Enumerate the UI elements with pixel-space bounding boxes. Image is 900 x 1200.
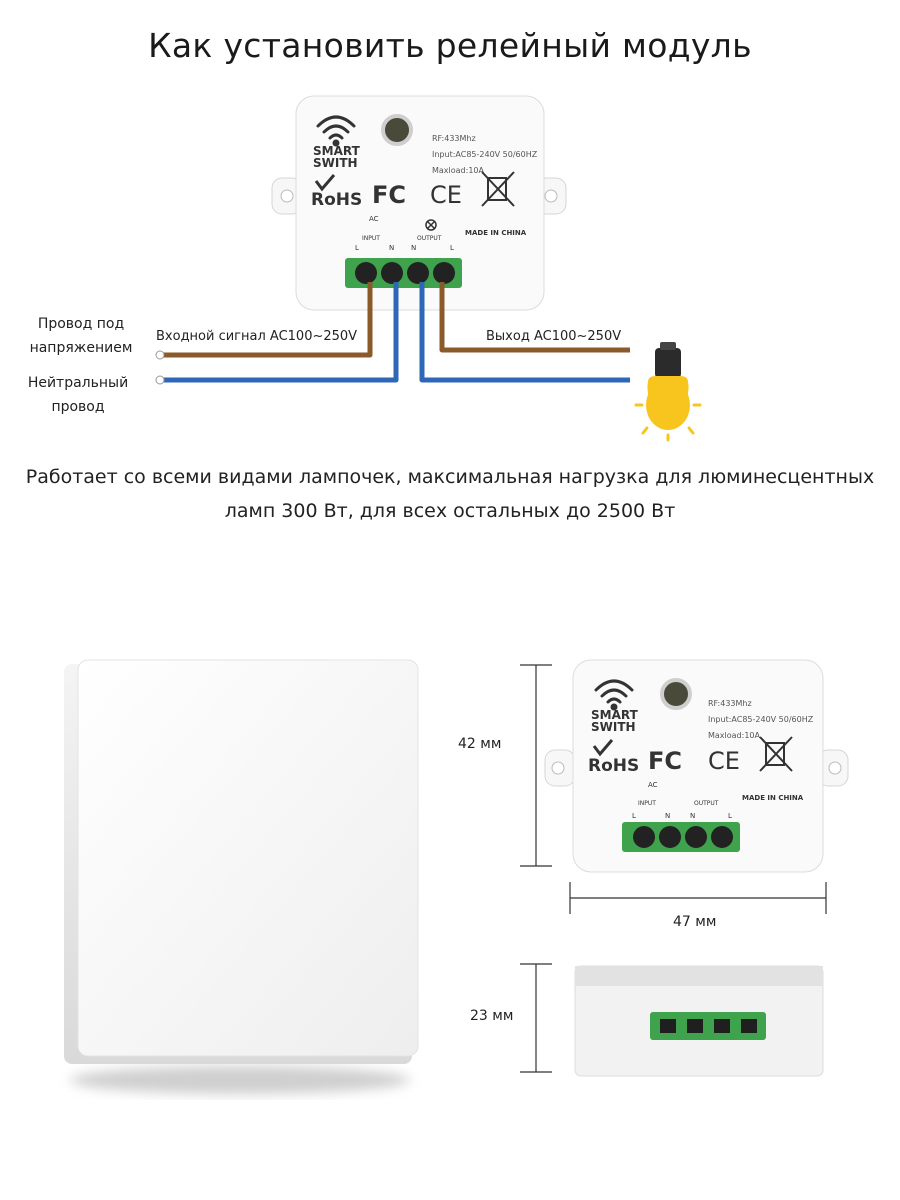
brand-line1: SMART	[313, 144, 361, 158]
output-label: OUTPUT	[417, 235, 442, 242]
live-wire-label: Провод под напряжением	[22, 312, 140, 360]
term-l2-b: L	[728, 812, 732, 820]
ce-mark: CE	[430, 181, 462, 209]
spec-input-b: Input:AC85-240V 50/60HZ	[708, 715, 814, 724]
term-l2: L	[450, 244, 454, 252]
weee-bin-icon	[481, 171, 515, 207]
wall-switch-panel	[64, 659, 419, 1094]
live-wire-label-line1: Провод под	[37, 316, 125, 332]
dimension-depth: 23 мм	[470, 1008, 514, 1024]
neutral-wire-label: Нейтральный провод	[18, 371, 138, 419]
relay-module-top: SMART SWITH RF:433Mhz Input:AC85-240V 50…	[271, 95, 567, 311]
made-in-label: MADE IN CHINA	[465, 229, 527, 237]
rohs-mark: RoHS	[311, 190, 362, 210]
terminal-block	[345, 258, 462, 288]
spec-load-b: Maxload:10A	[708, 731, 761, 740]
brand-line1-b: SMART	[591, 708, 639, 722]
checkmark-icon-2	[592, 739, 614, 757]
neutral-output-wire	[419, 282, 630, 383]
spec-rf-b: RF:433Mhz	[708, 699, 752, 708]
neutral-wire-label-line2: провод	[51, 399, 105, 415]
learn-button-2	[660, 678, 692, 710]
ac-label: AC	[369, 215, 379, 223]
spec-load: Maxload:10A	[432, 166, 485, 175]
dimension-height: 42 мм	[458, 736, 502, 752]
neutral-input-wire	[160, 282, 399, 383]
dimension-width: 47 мм	[673, 914, 717, 930]
brand-line2-b: SWITH	[591, 720, 636, 734]
live-wire-label-line2: напряжением	[29, 340, 133, 356]
learn-button	[381, 114, 413, 146]
live-output-wire	[439, 282, 630, 353]
spec-rf: RF:433Mhz	[432, 134, 476, 143]
input-signal-label: Входной сигнал AC100~250V	[156, 329, 358, 344]
term-l1-b: L	[632, 812, 636, 820]
dimension-lines	[520, 664, 827, 1073]
term-n2-b: N	[690, 812, 695, 820]
input-label: INPUT	[362, 235, 380, 242]
ce-mark-b: CE	[708, 747, 740, 775]
rohs-mark-b: RoHS	[588, 756, 639, 776]
page-title: Как установить релейный модуль	[148, 26, 752, 65]
relay-module-side	[574, 965, 824, 1077]
neutral-wire-label-line1: Нейтральный	[27, 375, 129, 391]
output-label-b: OUTPUT	[694, 800, 719, 807]
output-signal-label: Выход AC100~250V	[486, 329, 622, 344]
description-line1: Работает со всеми видами лампочек, макси…	[25, 466, 875, 488]
made-in-label-b: MADE IN CHINA	[742, 794, 804, 802]
weee-bin-icon-2	[759, 736, 793, 772]
input-label-b: INPUT	[638, 800, 656, 807]
term-l1: L	[355, 244, 359, 252]
live-input-wire	[160, 282, 373, 358]
wifi-icon-2	[594, 679, 634, 711]
wifi-icon	[316, 115, 356, 147]
brand-line2: SWITH	[313, 156, 358, 170]
term-n1-b: N	[665, 812, 670, 820]
description: Работает со всеми видами лампочек, макси…	[0, 460, 900, 528]
light-bulb-icon	[634, 342, 702, 442]
ac-label-b: AC	[648, 781, 658, 789]
spec-input: Input:AC85-240V 50/60HZ	[432, 150, 538, 159]
term-n1: N	[389, 244, 394, 252]
description-line2: ламп 300 Вт, для всех остальных до 2500 …	[224, 500, 676, 522]
term-n2: N	[411, 244, 416, 252]
relay-module-front: SMART SWITH RF:433Mhz Input:AC85-240V 50…	[544, 659, 849, 873]
bulb-symbol-icon	[425, 219, 437, 231]
fc-mark-b: FC	[648, 747, 682, 775]
wiring	[160, 282, 630, 383]
checkmark-icon	[314, 174, 336, 192]
fc-mark: FC	[372, 181, 406, 209]
